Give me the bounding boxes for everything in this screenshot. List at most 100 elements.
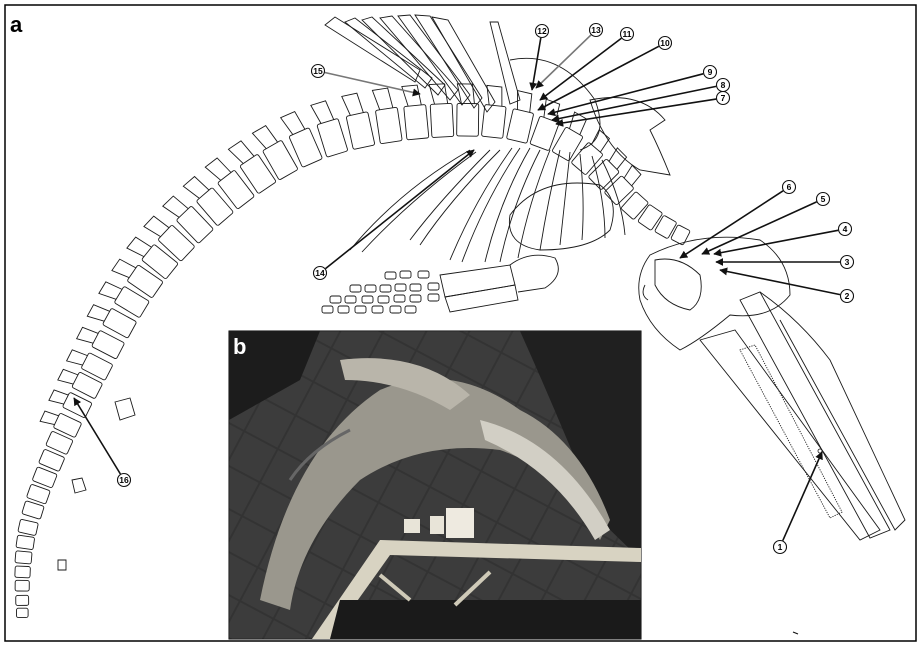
phalanx <box>399 270 412 279</box>
phalanx <box>427 293 440 302</box>
callout-circle <box>702 64 718 80</box>
vertebra <box>26 484 51 505</box>
callout-circle <box>310 63 326 79</box>
vertebra <box>141 244 178 279</box>
phalanx <box>393 294 406 303</box>
neural-process <box>143 215 170 238</box>
vertebra <box>429 102 455 138</box>
photo-skeleton <box>260 378 610 610</box>
vertebra <box>346 111 375 150</box>
callout-label: 6 <box>787 182 792 192</box>
callout-7: 7 <box>715 90 731 106</box>
vertebra <box>316 118 348 158</box>
callout-circle <box>815 191 831 207</box>
vertebra <box>81 352 113 381</box>
vertebra <box>506 108 534 144</box>
phalanx <box>337 305 350 314</box>
vertebra <box>127 264 163 298</box>
callout-leader-10 <box>537 45 660 111</box>
callout-12: 12 <box>534 23 550 39</box>
phalanx <box>344 295 357 304</box>
callout-label: 12 <box>537 26 547 36</box>
vertebra <box>15 594 30 606</box>
phalanx <box>354 305 367 314</box>
callout-circle <box>839 288 855 304</box>
neural-process <box>57 368 79 385</box>
vertebra <box>217 170 255 209</box>
callout-circle <box>619 26 635 42</box>
neural-process <box>65 349 88 366</box>
callout-circle <box>837 221 853 237</box>
vertebra <box>588 159 620 190</box>
vertebra <box>38 449 65 472</box>
neural-process <box>623 164 642 187</box>
callout-leader-1 <box>782 451 823 541</box>
callout-label: 14 <box>315 268 325 278</box>
neural-process <box>98 281 123 300</box>
phalanx <box>384 271 397 280</box>
callout-leader-15 <box>324 71 421 97</box>
callout-leader-2 <box>719 267 841 296</box>
callout-leader-11 <box>539 37 622 101</box>
phalanx <box>329 295 342 304</box>
vertebra <box>176 206 214 244</box>
callout-6: 6 <box>781 179 797 195</box>
panel-label-a: a <box>10 12 23 37</box>
vertebra <box>637 204 663 231</box>
neural-process <box>48 389 69 405</box>
vertebral-column <box>14 83 691 619</box>
vertebra <box>102 308 137 339</box>
callout-circle <box>657 35 673 51</box>
callout-label: 15 <box>313 66 323 76</box>
callout-circle <box>839 254 855 270</box>
callout-label: 7 <box>721 93 726 103</box>
neural-process <box>126 236 152 258</box>
phalanx <box>409 283 422 292</box>
callout-3: 3 <box>839 254 855 270</box>
panel-label-b: b <box>233 334 246 359</box>
callout-circle <box>116 472 132 488</box>
vertebra <box>71 372 103 399</box>
scapula <box>589 97 671 176</box>
vertebra <box>375 106 403 145</box>
callout-8: 8 <box>715 77 731 93</box>
callout-leader-13 <box>535 34 592 89</box>
vertebra <box>114 286 150 318</box>
callout-leader-4 <box>713 229 839 257</box>
skull <box>638 236 906 541</box>
neural-process <box>162 195 189 218</box>
vertebra <box>196 187 234 226</box>
vertebra <box>14 550 33 565</box>
neural-process <box>456 83 475 104</box>
callout-circle <box>312 265 328 281</box>
callout-16: 16 <box>116 472 132 488</box>
phalanx <box>321 305 334 314</box>
callout-10: 10 <box>657 35 673 51</box>
vertebra <box>552 127 583 161</box>
neural-process <box>486 84 503 107</box>
callout-label: 13 <box>591 25 601 35</box>
neural-process <box>516 90 533 113</box>
neural-process <box>569 111 588 135</box>
vertebra <box>481 104 507 139</box>
callout-label: 5 <box>821 194 826 204</box>
neural-process <box>279 110 306 135</box>
callout-4: 4 <box>837 221 853 237</box>
vertebra <box>32 466 58 488</box>
phalanx <box>364 284 377 293</box>
callout-leader-14 <box>325 149 475 270</box>
phalanx <box>409 294 422 303</box>
callout-13: 13 <box>588 22 604 38</box>
vertebra <box>670 224 691 246</box>
callout-circle <box>781 179 797 195</box>
ribs <box>349 147 626 263</box>
vertebra <box>15 534 35 550</box>
neural-process <box>251 125 278 149</box>
phalanx <box>349 284 362 293</box>
vertebra <box>14 565 31 579</box>
vertebra <box>456 102 480 137</box>
phalanx <box>377 295 390 304</box>
dorsal-spines <box>324 14 521 113</box>
sternum <box>508 182 614 251</box>
